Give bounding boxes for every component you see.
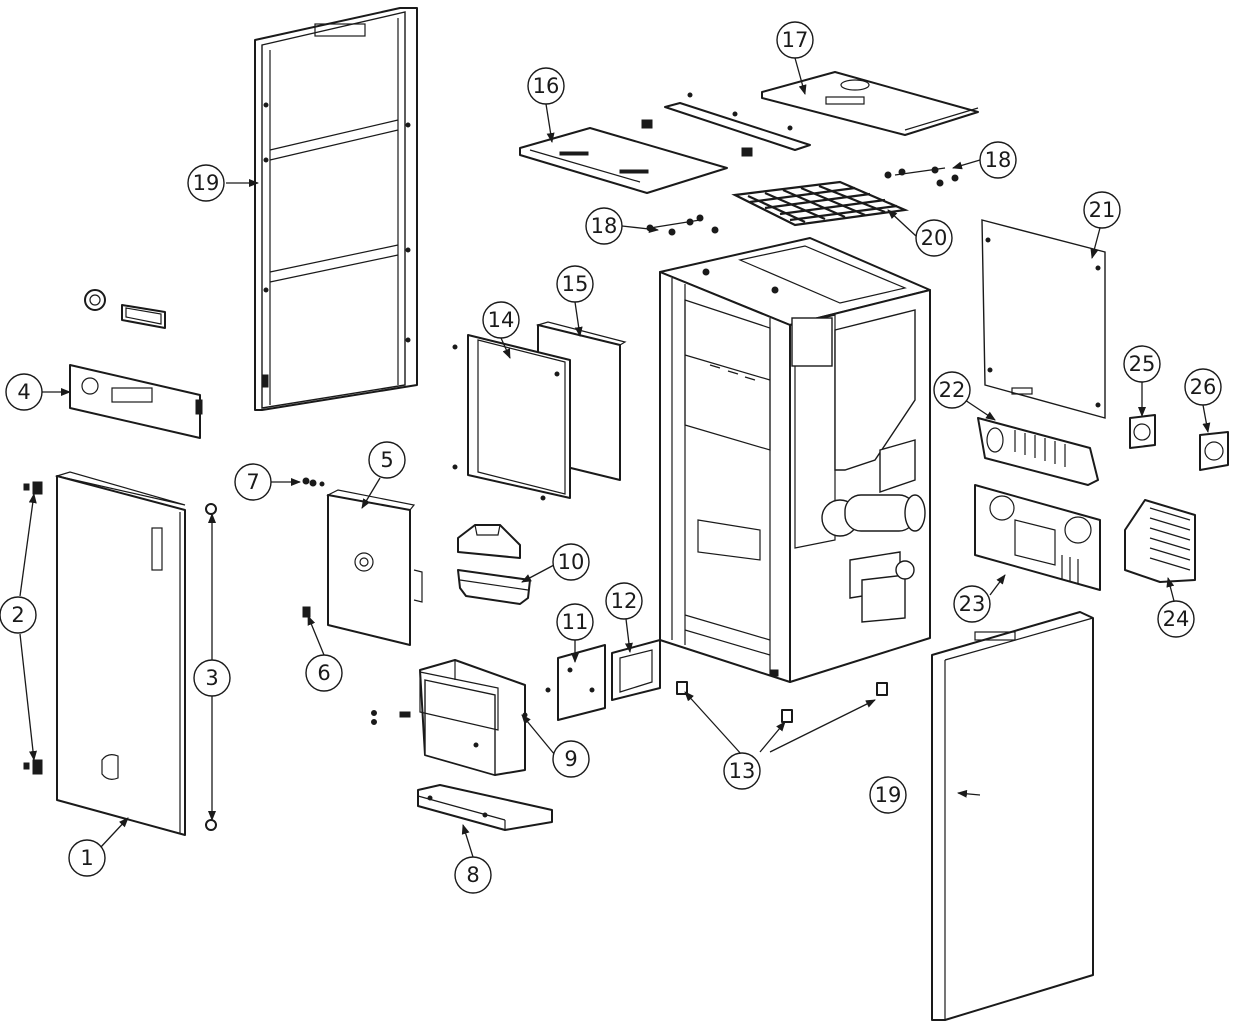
- part-plate-25: [1129, 414, 1156, 449]
- part-fasteners-18-left: [646, 214, 719, 236]
- part-vent-plate: [977, 417, 1099, 486]
- callout-label: 24: [1163, 607, 1190, 631]
- callout-label: 16: [533, 74, 560, 98]
- part-bracket-bar: [641, 92, 811, 157]
- part-top-cover-front: [519, 127, 728, 194]
- part-display-parts: [84, 289, 166, 329]
- callout-18-right: 18: [979, 141, 1017, 179]
- callout-22: 22: [933, 371, 971, 409]
- callout-2: 2: [0, 596, 37, 634]
- callout-label: 6: [317, 661, 330, 685]
- part-fastener-6: [302, 606, 311, 618]
- callout-label: 22: [939, 378, 966, 402]
- part-side-panel-frame-top: [254, 7, 418, 411]
- callout-24: 24: [1157, 600, 1195, 638]
- part-washers: [205, 503, 217, 831]
- part-fasteners-18-right: [884, 166, 959, 187]
- callout-label: 5: [380, 448, 393, 472]
- callout-7: 7: [234, 463, 272, 501]
- callout-label: 19: [875, 783, 902, 807]
- callout-label: 3: [205, 666, 218, 690]
- callout-label: 4: [17, 380, 30, 404]
- callout-label: 19: [193, 171, 220, 195]
- callout-15: 15: [556, 265, 594, 303]
- callout-5: 5: [368, 441, 406, 479]
- callout-label: 23: [959, 592, 986, 616]
- part-feet: [676, 681, 888, 723]
- callout-label: 18: [985, 148, 1012, 172]
- callout-19-top: 19: [187, 164, 225, 202]
- part-tray: [417, 784, 553, 831]
- callout-8: 8: [454, 856, 492, 894]
- part-plate-26: [1199, 431, 1229, 471]
- callout-label: 26: [1190, 375, 1217, 399]
- callout-1: 1: [68, 839, 106, 877]
- callout-label: 20: [921, 226, 948, 250]
- callout-label: 13: [729, 759, 756, 783]
- callout-4: 4: [5, 373, 43, 411]
- callout-20: 20: [915, 219, 953, 257]
- leader-lines: [19, 57, 1211, 858]
- part-panel-14: [452, 334, 571, 501]
- part-inner-door: [326, 489, 423, 646]
- part-ash-box: [371, 659, 528, 776]
- callout-label: 8: [466, 863, 479, 887]
- part-front-door: [54, 471, 186, 836]
- part-back-panel: [981, 219, 1106, 419]
- part-plate-11: [545, 644, 606, 721]
- callout-10: 10: [552, 543, 590, 581]
- callout-21: 21: [1083, 191, 1121, 229]
- callout-label: 11: [562, 610, 589, 634]
- part-side-panel-bottom: [931, 611, 1094, 1021]
- part-gasket-12: [611, 639, 661, 701]
- part-grid-mesh: [731, 180, 910, 227]
- callout-25: 25: [1123, 345, 1161, 383]
- callout-label: 14: [488, 308, 515, 332]
- callout-label: 25: [1129, 352, 1156, 376]
- callout-label: 9: [564, 747, 577, 771]
- callout-26: 26: [1184, 368, 1222, 406]
- callout-13: 13: [723, 752, 761, 790]
- callout-9: 9: [552, 740, 590, 778]
- part-rear-plate: [974, 484, 1101, 591]
- callout-14: 14: [482, 301, 520, 339]
- part-grille-box: [1124, 499, 1196, 583]
- callout-12: 12: [605, 582, 643, 620]
- callout-6: 6: [305, 654, 343, 692]
- callout-label: 2: [11, 603, 24, 627]
- callout-label: 10: [558, 550, 585, 574]
- callout-23: 23: [953, 585, 991, 623]
- callout-label: 18: [591, 214, 618, 238]
- part-control-panel: [69, 364, 203, 439]
- callout-3: 3: [193, 659, 231, 697]
- part-hinges: [23, 481, 43, 775]
- callout-label: 1: [80, 846, 93, 870]
- callout-label: 21: [1089, 198, 1116, 222]
- part-top-cover-back: [761, 71, 979, 136]
- callout-16: 16: [527, 67, 565, 105]
- callout-label: 7: [246, 470, 259, 494]
- part-burner-pot: [457, 524, 531, 605]
- callout-label: 15: [562, 272, 589, 296]
- callout-17: 17: [776, 21, 814, 59]
- callout-18-left: 18: [585, 207, 623, 245]
- callout-19-bottom: 19: [869, 776, 907, 814]
- callout-label: 12: [611, 589, 638, 613]
- part-fastener-7: [302, 477, 325, 487]
- part-stove-body: [659, 237, 931, 683]
- callout-11: 11: [556, 603, 594, 641]
- callout-label: 17: [782, 28, 809, 52]
